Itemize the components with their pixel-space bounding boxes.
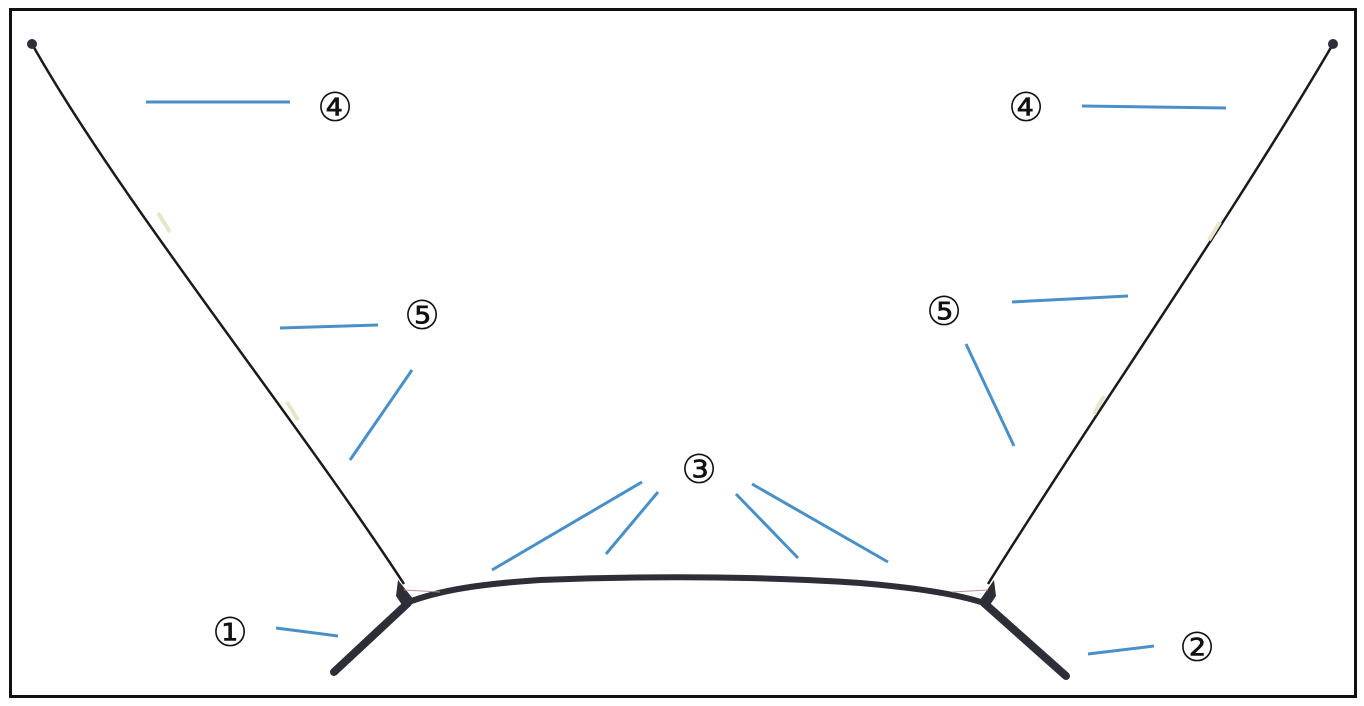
leader-right-top — [1081, 104, 1227, 110]
center-span — [403, 574, 987, 606]
left-top-anchor — [27, 39, 37, 49]
leader-center-1 — [491, 480, 643, 572]
leader-right-mid-1 — [1011, 294, 1129, 304]
leader-left-base — [275, 626, 339, 638]
leader-center-3 — [734, 492, 800, 560]
label-upper-cable-left: ④ — [317, 85, 353, 131]
right-cable-mark-1 — [1207, 220, 1222, 242]
leader-left-mid-2 — [348, 369, 414, 461]
left-tie — [403, 589, 441, 593]
leader-center-2 — [604, 491, 660, 555]
label-right-base: ② — [1179, 625, 1215, 671]
right-joint — [980, 580, 996, 608]
label-upper-cable-right: ④ — [1008, 85, 1044, 131]
leader-left-mid-1 — [279, 323, 379, 330]
label-lower-cable-left: ⑤ — [404, 293, 440, 339]
leader-center-4 — [751, 482, 889, 564]
left-joint — [396, 580, 414, 608]
left-cable — [30, 43, 406, 585]
leader-right-base — [1087, 644, 1155, 656]
right-top-anchor — [1328, 39, 1338, 49]
diagram-frame — [9, 8, 1357, 698]
right-cable-mark-2 — [1092, 395, 1106, 415]
left-cable-mark-2 — [285, 400, 300, 422]
left-cable-mark-1 — [156, 211, 172, 234]
label-left-base: ① — [212, 610, 248, 656]
right-tie — [951, 589, 989, 593]
label-center-span: ③ — [681, 447, 717, 493]
right-base-leg — [980, 599, 1070, 680]
leader-right-mid-2 — [964, 343, 1016, 447]
label-lower-cable-right: ⑤ — [926, 289, 962, 335]
right-cable — [986, 43, 1335, 585]
left-base-leg — [330, 599, 412, 676]
